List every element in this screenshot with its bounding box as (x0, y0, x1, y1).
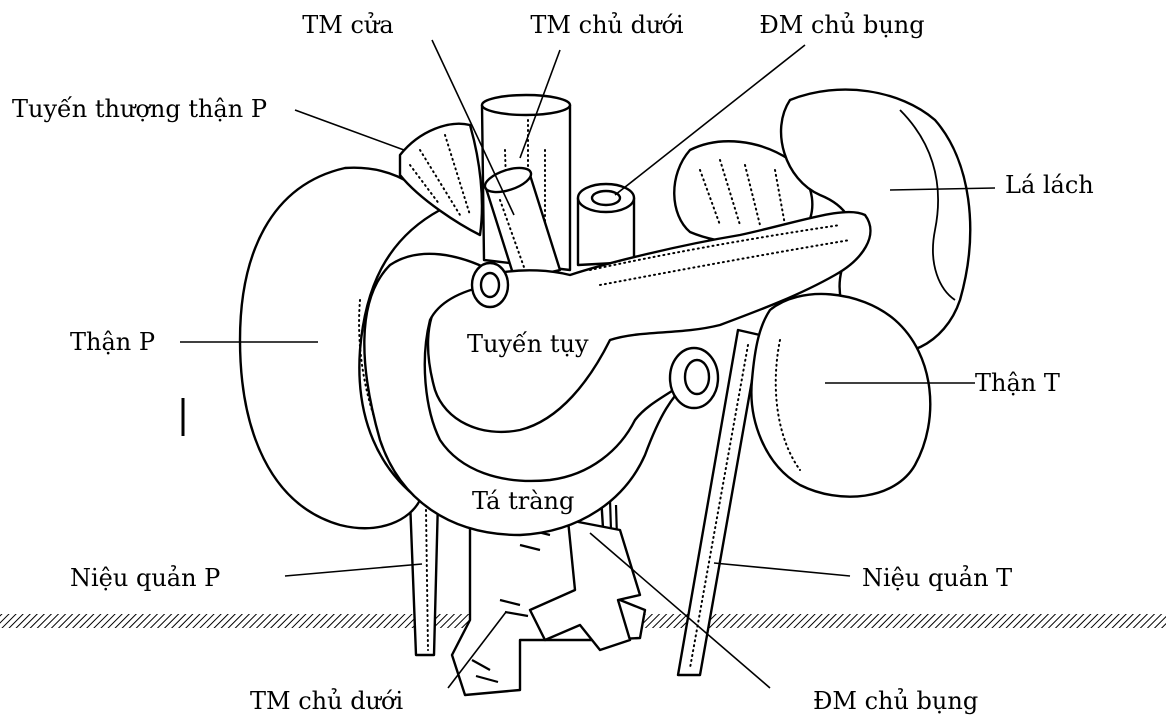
label-right-kidney: Thận P (70, 328, 155, 356)
label-left-ureter: Niệu quản T (862, 564, 1012, 592)
right-ureter-shape (410, 500, 438, 655)
label-left-kidney: Thận T (975, 369, 1060, 397)
label-pancreas: Tuyến tụy (467, 330, 589, 358)
label-aorta-bottom: ĐM chủ bụng (813, 687, 978, 715)
label-spleen: Lá lách (1005, 171, 1094, 199)
label-ivc-bottom: TM chủ dưới (250, 687, 403, 715)
label-right-adrenal: Tuyến thượng thận P (12, 95, 267, 123)
label-portal-vein: TM cửa (302, 11, 393, 39)
label-duodenum: Tá tràng (472, 487, 574, 515)
label-right-ureter: Niệu quản P (70, 564, 220, 592)
label-aorta-top: ĐM chủ bụng (759, 11, 924, 39)
aorta-upper-shape (578, 184, 634, 265)
label-ivc-top: TM chủ dưới (530, 11, 683, 39)
